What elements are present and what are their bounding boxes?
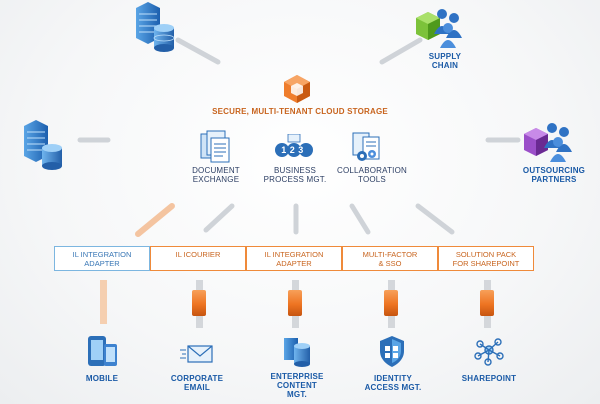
process-badge: 123 (281, 145, 307, 155)
mobile-label: MOBILE (85, 374, 119, 383)
adapter-box-2: IL ICOURIER (150, 246, 246, 271)
shield-icon (380, 336, 404, 367)
business-process-icon: 123 (275, 134, 313, 157)
enterprise-content-icon (284, 338, 310, 367)
collaboration-tools-icon (352, 132, 380, 161)
line-to-adapter-1 (135, 203, 175, 237)
adapter-block-4 (384, 290, 398, 316)
line-to-adapter-5 (415, 203, 455, 235)
document-exchange-icon (200, 130, 230, 163)
sharepoint-label: SHAREPOINT (461, 374, 517, 383)
line-to-adapter-2 (203, 203, 235, 233)
connector-1 (100, 280, 107, 324)
line-datacenter-top (175, 37, 221, 65)
adapter-box-4: MULTI-FACTOR& SSO (342, 246, 438, 271)
adapter-block-5 (480, 290, 494, 316)
adapter-block-3 (288, 290, 302, 316)
supply-chain-icon (416, 9, 462, 48)
cloud-storage-title: SECURE, MULTI-TENANT CLOUD STORAGE (212, 107, 388, 116)
email-envelope-icon (180, 345, 213, 363)
sharepoint-icon (474, 338, 504, 366)
datacenter-left-icon (24, 120, 62, 170)
datacenter-top-icon (136, 2, 175, 52)
outsourcing-partners-icon (524, 123, 572, 162)
adapter-block-2 (192, 290, 206, 316)
line-supply-chain (379, 37, 423, 65)
mobile-devices-icon (88, 336, 117, 366)
cloud-storage-logo-icon (284, 75, 310, 103)
line-to-adapter-4 (349, 203, 371, 235)
